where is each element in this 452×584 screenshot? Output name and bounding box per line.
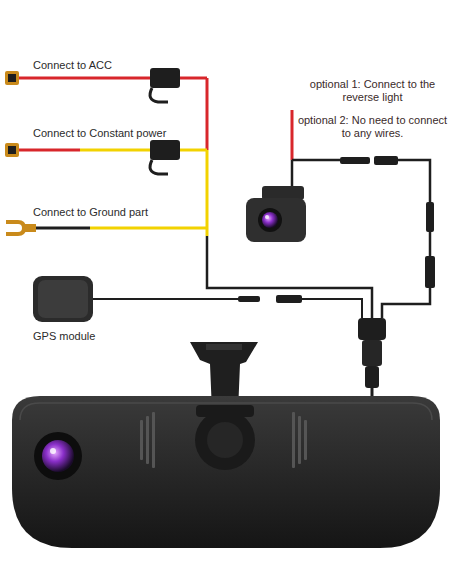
gps-module (33, 276, 362, 322)
wire-label: Connect to ACC (33, 59, 203, 72)
power-cable (207, 236, 372, 318)
rear-camera-wire (292, 110, 435, 318)
wire-label: GPS module (33, 330, 133, 343)
wire-label: Connect to Ground part (33, 206, 203, 219)
rear-camera (246, 186, 306, 242)
wire-label: Connect to Constant power (33, 127, 203, 140)
wire-label: optional 1: Connect to the reverse light (297, 78, 448, 104)
cable-connector (358, 318, 386, 398)
ground-wire (6, 222, 207, 234)
acc-wire (5, 68, 207, 150)
constant-power-wire (5, 140, 207, 236)
wire-label: optional 2: No need to connect to any wi… (297, 114, 448, 140)
mirror-dashcam (12, 396, 440, 548)
